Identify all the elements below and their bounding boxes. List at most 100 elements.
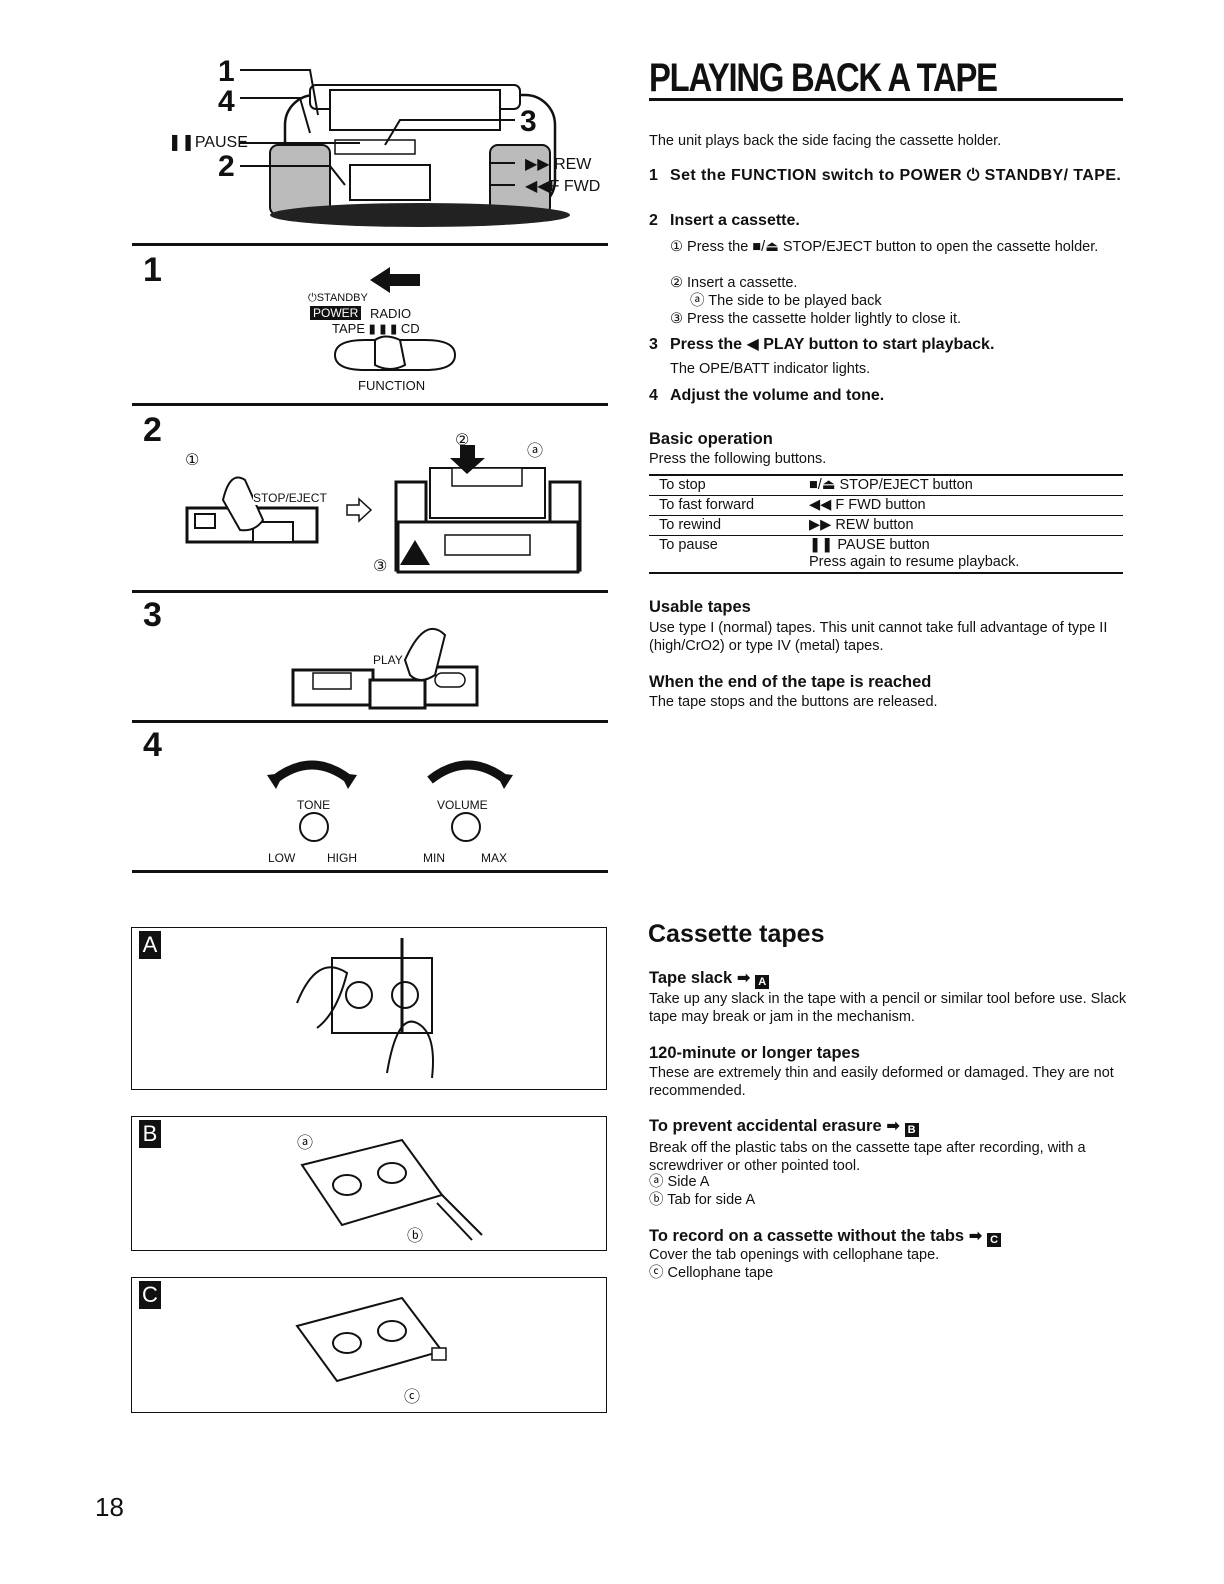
overview-label-3: 3 <box>520 105 537 138</box>
ffwd-icon: ◀◀ <box>525 178 550 195</box>
low-label: LOW <box>268 851 296 865</box>
long-text: These are extremely thin and easily defo… <box>649 1065 1114 1099</box>
step3-rule <box>132 590 608 593</box>
step2-sub2a: ⓐ The side to be played back <box>690 293 882 309</box>
table-row: To stop ■/⏏ STOP/EJECT button <box>649 476 1123 496</box>
overview-ffwd-label: ◀◀F FWD <box>525 179 600 195</box>
tone-label: TONE <box>297 798 331 812</box>
page-title: PLAYING BACK A TAPE <box>649 56 998 100</box>
action-cell: To fast forward <box>659 497 755 513</box>
step4-number: 4 <box>649 387 658 404</box>
basic-operation-table: To stop ■/⏏ STOP/EJECT button To fast fo… <box>649 476 1123 572</box>
panel-c: C ⓒ <box>131 1277 607 1413</box>
action-cell: To pause <box>659 537 718 553</box>
cellophane-tape-illustration <box>295 1296 447 1383</box>
function-label: FUNCTION <box>358 378 426 393</box>
erase-text: Break off the plastic tabs on the casset… <box>649 1140 1086 1174</box>
rew-text: REW <box>554 156 592 173</box>
erase-badge: B <box>904 1123 919 1137</box>
figure-bottom-rule <box>132 870 608 873</box>
overview-pause-label: ❚❚PAUSE <box>168 135 248 151</box>
boombox-illustration <box>240 69 570 227</box>
step2-number: 2 <box>649 212 658 229</box>
step1-number: 1 <box>649 167 658 184</box>
table-row: To rewind ▶▶ REW button <box>649 516 1123 536</box>
usable-text: Use type I (normal) tapes. This unit can… <box>649 620 1108 654</box>
fig-step3-number: 3 <box>143 596 162 634</box>
volume-knob-illustration <box>427 760 513 842</box>
overview-label-1: 1 <box>218 55 235 88</box>
title-rule <box>649 98 1123 101</box>
panel-c-circc: ⓒ <box>404 1389 421 1406</box>
step2-sub2: ② Insert a cassette. <box>670 275 798 291</box>
overview-rew-label: ▶▶ REW <box>525 157 591 173</box>
function-switch-drawing <box>333 335 457 371</box>
fig-step1-panel: ⏻STANDBY POWER RADIO TAPE ▮ ▮ ▮ CD FUNCT… <box>300 265 480 395</box>
button-cell: ■/⏏ STOP/EJECT button <box>809 477 973 493</box>
slack-text: Take up any slack in the tape with a pen… <box>649 991 1127 1025</box>
step3-sub: The OPE/BATT indicator lights. <box>670 361 871 377</box>
button-cell: ▶▶ REW button <box>809 517 914 533</box>
right-outline-arrow-icon <box>346 497 373 523</box>
fig-step2-number: 2 <box>143 411 162 449</box>
fig-step2-circ3: ③ <box>373 558 388 575</box>
min-label: MIN <box>423 851 445 865</box>
playing-intro: The unit plays back the side facing the … <box>649 133 1002 149</box>
tape-label: TAPE ▮ ▮ ▮ CD <box>332 321 420 336</box>
panel-b: B ⓐ ⓑ <box>131 1116 607 1251</box>
usable-heading: Usable tapes <box>649 598 751 616</box>
erase-a: ⓐ Side A <box>649 1174 710 1190</box>
radio-label: RADIO <box>370 306 412 321</box>
play-button-illustration <box>291 627 479 710</box>
cassette-tab-illustration <box>300 1138 483 1241</box>
overview-figure <box>160 55 610 235</box>
panel-a-letter: A <box>139 931 161 959</box>
button-note: Press again to resume playback. <box>809 554 1020 570</box>
action-cell: To rewind <box>659 517 722 533</box>
step2-sub1: ① Press the ■/⏏ STOP/EJECT button to ope… <box>670 239 1099 255</box>
basic-operation-rows: To stop ■/⏏ STOP/EJECT button To fast fo… <box>649 476 1123 572</box>
power-badge: POWER <box>310 306 362 320</box>
ffwd-text: F FWD <box>549 178 601 195</box>
basic-heading: Basic operation <box>649 430 773 448</box>
volume-label: VOLUME <box>437 798 488 812</box>
standby-label: ⏻STANDBY <box>308 292 368 304</box>
record-text: Cover the tab openings with cellophane t… <box>649 1247 940 1263</box>
max-label: MAX <box>481 851 508 865</box>
panel-b-letter: B <box>139 1120 161 1148</box>
fig-step2-circ1: ① <box>185 452 200 469</box>
rew-icon: ▶▶ <box>525 156 550 173</box>
step2-sub3: ③ Press the cassette holder lightly to c… <box>670 311 962 327</box>
cassette-holder-illustration <box>394 445 582 574</box>
button-label: ❚❚ PAUSE button <box>809 537 930 553</box>
record-heading: To record on a cassette without the tabs… <box>649 1227 1002 1247</box>
step3-text: Press the ◀ PLAY button to start playbac… <box>670 336 995 353</box>
panel-b-circa: ⓐ <box>297 1135 314 1152</box>
overview-label-4: 4 <box>218 85 235 118</box>
high-label: HIGH <box>327 851 357 865</box>
page-number: 18 <box>95 1492 124 1522</box>
stop-eject-illustration <box>185 476 319 544</box>
fig-step2-circ2: ② <box>455 432 470 449</box>
step4-text: Adjust the volume and tone. <box>670 387 885 404</box>
slack-badge: A <box>755 975 770 989</box>
step4-rule <box>132 720 608 723</box>
fig-step4-number: 4 <box>143 726 162 764</box>
record-badge: C <box>987 1233 1002 1247</box>
slack-heading: Tape slack ➡ A <box>649 969 770 989</box>
step3-number: 3 <box>649 336 658 353</box>
fig-step1-number: 1 <box>143 251 162 289</box>
left-arrow-icon <box>370 267 420 293</box>
erase-heading-text: To prevent accidental erasure ➡ <box>649 1117 901 1135</box>
step1-rule <box>132 243 608 246</box>
table-row: To pause ❚❚ PAUSE button Press again to … <box>649 536 1123 573</box>
long-heading: 120-minute or longer tapes <box>649 1044 860 1062</box>
button-cell: ◀◀ F FWD button <box>809 497 926 513</box>
erase-b: ⓑ Tab for side A <box>649 1192 756 1208</box>
table-row: To fast forward ◀◀ F FWD button <box>649 496 1123 516</box>
basic-intro: Press the following buttons. <box>649 451 827 467</box>
panel-c-letter: C <box>139 1281 161 1309</box>
panel-b-circb: ⓑ <box>407 1228 424 1245</box>
slack-heading-text: Tape slack ➡ <box>649 969 751 987</box>
step2-text: Insert a cassette. <box>670 212 800 229</box>
